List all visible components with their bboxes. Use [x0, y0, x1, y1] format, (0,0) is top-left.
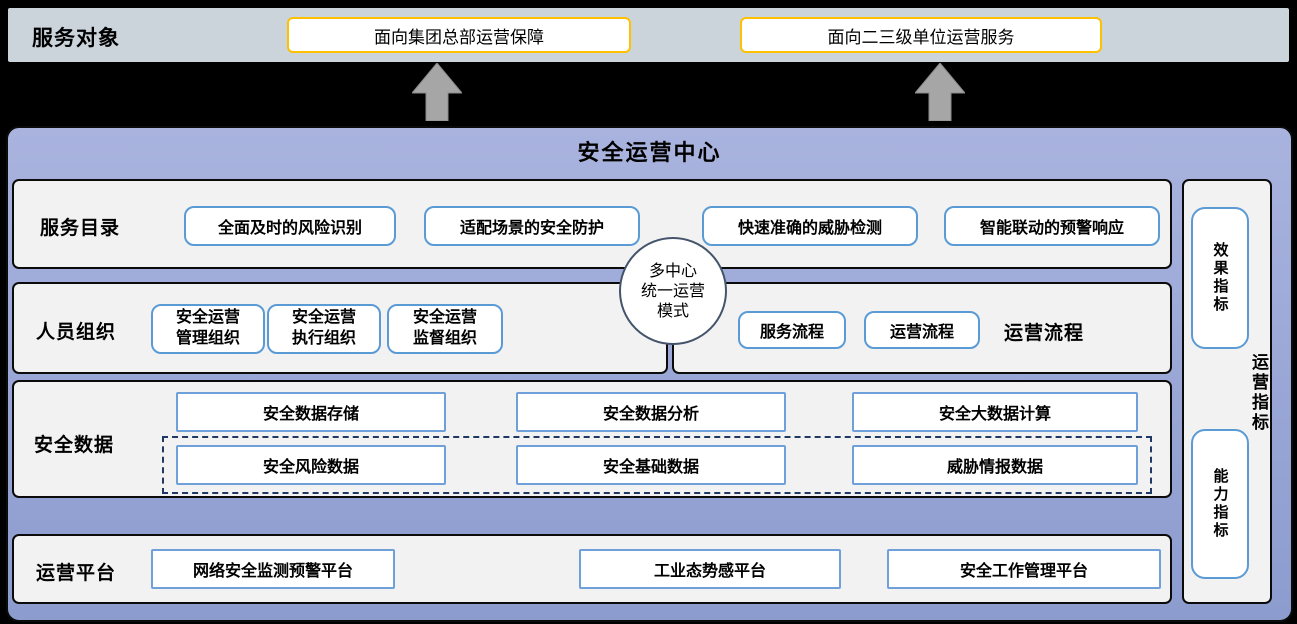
service-catalog-item: 智能联动的预警响应 [944, 206, 1160, 246]
effect-indicator-label: 效果指标 [1211, 242, 1229, 314]
personnel-item: 安全运营 执行组织 [267, 304, 381, 354]
process-label: 运营流程 [1004, 323, 1085, 344]
hub-circle: 多中心 统一运营 模式 [619, 237, 727, 345]
service-catalog-item: 适配场景的安全防护 [424, 206, 640, 246]
personnel-row: 人员组织 安全运营 管理组织 安全运营 执行组织 安全运营 监督组织 [12, 282, 668, 374]
effect-indicator-box: 效果指标 [1191, 207, 1249, 349]
process-item: 运营流程 [864, 311, 980, 349]
target-hq-box: 面向集团总部运营保障 [287, 17, 631, 53]
capability-indicator-box: 能力指标 [1191, 429, 1249, 579]
service-target-label: 服务对象 [32, 27, 120, 50]
ops-indicator-label: 运营指标 [1249, 353, 1268, 433]
security-data-item: 威胁情报数据 [852, 445, 1138, 485]
service-target-band: 服务对象 面向集团总部运营保障 面向二三级单位运营服务 [8, 8, 1289, 62]
capability-indicator-label: 能力指标 [1211, 468, 1229, 540]
up-arrow-icon [915, 63, 965, 121]
security-data-item: 安全风险数据 [176, 445, 446, 485]
service-catalog-item: 快速准确的威胁检测 [702, 206, 918, 246]
security-data-item: 安全数据存储 [176, 392, 446, 432]
security-data-row: 安全数据 安全数据存储 安全数据分析 安全大数据计算 安全风险数据 安全基础数据… [12, 380, 1172, 498]
platform-row: 运营平台 网络安全监测预警平台 工业态势感平台 安全工作管理平台 [12, 534, 1172, 604]
platform-item: 网络安全监测预警平台 [151, 549, 395, 589]
indicators-panel: 效果指标 运营指标 能力指标 [1182, 179, 1272, 604]
soc-container: 安全运营中心 服务目录 全面及时的风险识别 适配场景的安全防护 快速准确的威胁检… [6, 126, 1293, 622]
service-catalog-label: 服务目录 [40, 218, 121, 239]
target-units-box: 面向二三级单位运营服务 [740, 17, 1102, 53]
platform-label: 运营平台 [36, 563, 117, 584]
up-arrow-icon [412, 63, 462, 121]
data-source-dashed-zone [162, 436, 1152, 494]
personnel-item: 安全运营 监督组织 [387, 304, 503, 354]
personnel-item: 安全运营 管理组织 [151, 304, 265, 354]
security-data-item: 安全大数据计算 [852, 392, 1138, 432]
soc-title: 安全运营中心 [577, 140, 722, 165]
platform-item: 工业态势感平台 [579, 549, 841, 589]
platform-item: 安全工作管理平台 [887, 549, 1161, 589]
service-catalog-row: 服务目录 全面及时的风险识别 适配场景的安全防护 快速准确的威胁检测 智能联动的… [12, 179, 1172, 269]
personnel-label: 人员组织 [36, 322, 117, 343]
process-row: 服务流程 运营流程 运营流程 [672, 282, 1172, 374]
security-data-item: 安全基础数据 [516, 445, 786, 485]
security-data-item: 安全数据分析 [516, 392, 786, 432]
process-item: 服务流程 [738, 311, 846, 349]
security-data-label: 安全数据 [34, 435, 115, 456]
service-catalog-item: 全面及时的风险识别 [184, 206, 396, 246]
hub-text: 多中心 统一运营 模式 [640, 261, 705, 320]
